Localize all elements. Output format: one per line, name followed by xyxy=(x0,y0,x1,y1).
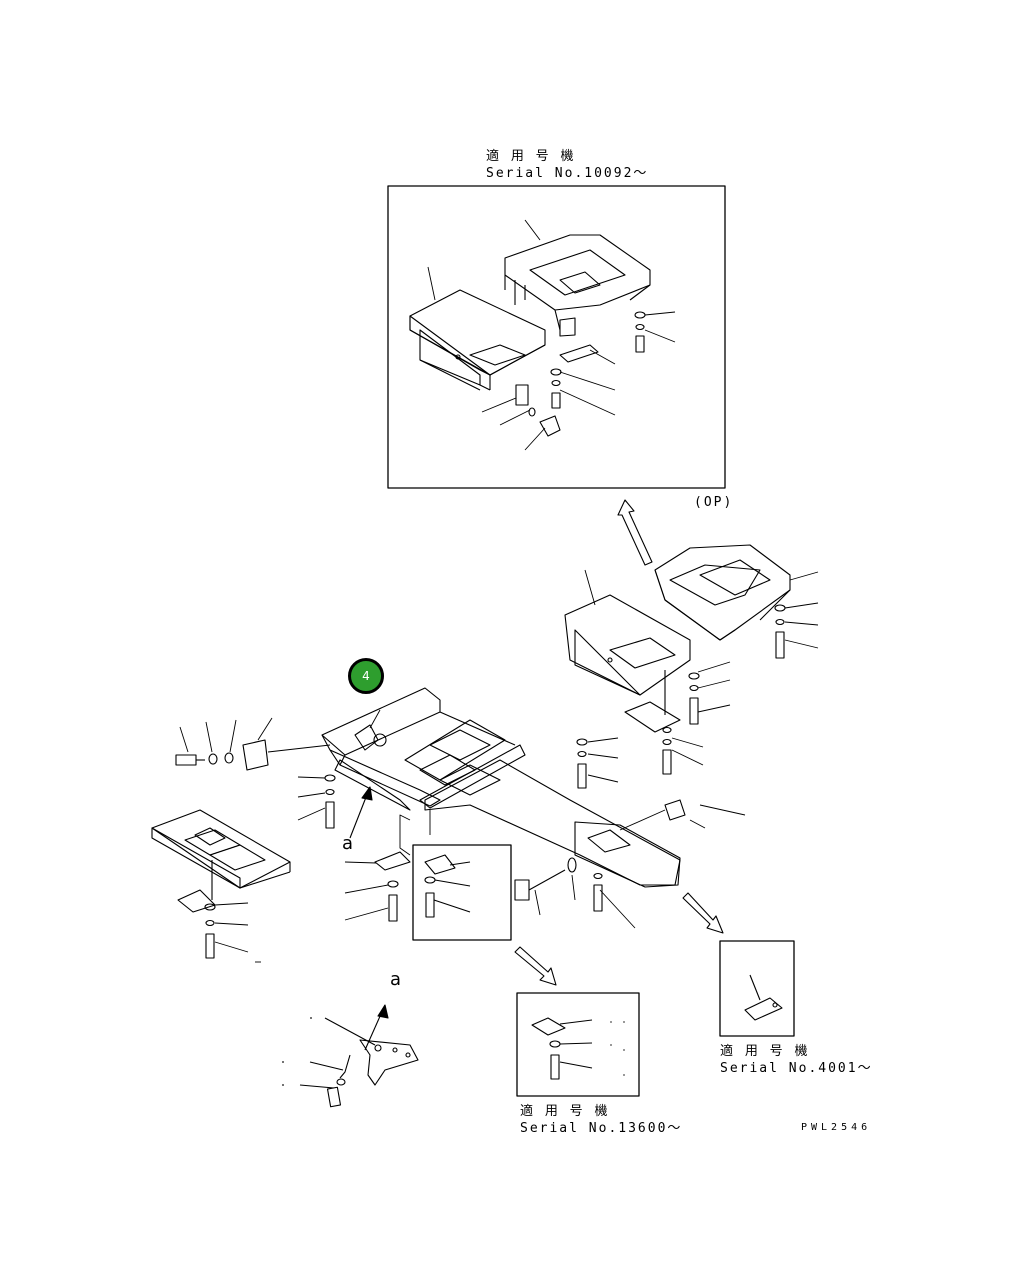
top-inset-box xyxy=(387,185,726,489)
right-guard-hardware xyxy=(576,604,786,789)
left-fasteners xyxy=(175,739,686,922)
top-box-label-serial: Serial No.10092～ xyxy=(486,166,649,181)
center-inset-box xyxy=(412,844,512,941)
pointer-line xyxy=(399,814,411,856)
view-letter-a-detail: a xyxy=(390,969,402,990)
right-guard-a xyxy=(654,544,791,641)
bottom-right-label-serial: Serial No.4001～ xyxy=(720,1061,873,1076)
bottom-right-bracket xyxy=(744,974,783,1021)
left-skid-hardware xyxy=(177,889,216,959)
top-box-right-guard xyxy=(504,234,651,337)
bottom-right-box xyxy=(719,940,795,1037)
top-box-op-tag: (OP) xyxy=(694,495,734,510)
callout-badge-4[interactable]: 4 xyxy=(348,658,384,694)
hollow-arrow-icon-2 xyxy=(514,946,557,986)
main-frame xyxy=(321,687,681,888)
detail-view-a xyxy=(282,1004,419,1108)
right-guard-b xyxy=(564,594,691,715)
view-arrow-a xyxy=(349,786,373,839)
hollow-arrow-icon-3 xyxy=(682,892,724,934)
drawing-code: PWL2546 xyxy=(801,1122,872,1133)
left-skid-guard xyxy=(151,809,291,900)
top-box-label-jp: 適 用 号 機 xyxy=(486,149,576,164)
bottom-center-dots xyxy=(610,1021,625,1076)
top-box-left-guard xyxy=(409,289,546,391)
bottom-right-label-jp: 適 用 号 機 xyxy=(720,1044,810,1059)
hollow-arrow-icon xyxy=(617,499,653,566)
view-letter-a-ref: a xyxy=(342,833,354,854)
bottom-center-label-serial: Serial No.13600～ xyxy=(520,1121,683,1136)
bottom-center-label-jp: 適 用 号 機 xyxy=(520,1104,610,1119)
top-box-leaders xyxy=(427,219,676,451)
top-box-hardware xyxy=(515,311,646,437)
bottom-center-box xyxy=(516,992,640,1097)
bottom-center-hardware xyxy=(531,1017,593,1080)
left-skid-leaders xyxy=(214,902,261,963)
left-leaders xyxy=(179,709,746,929)
right-leaders xyxy=(584,569,819,783)
center-box-hardware xyxy=(424,854,471,918)
